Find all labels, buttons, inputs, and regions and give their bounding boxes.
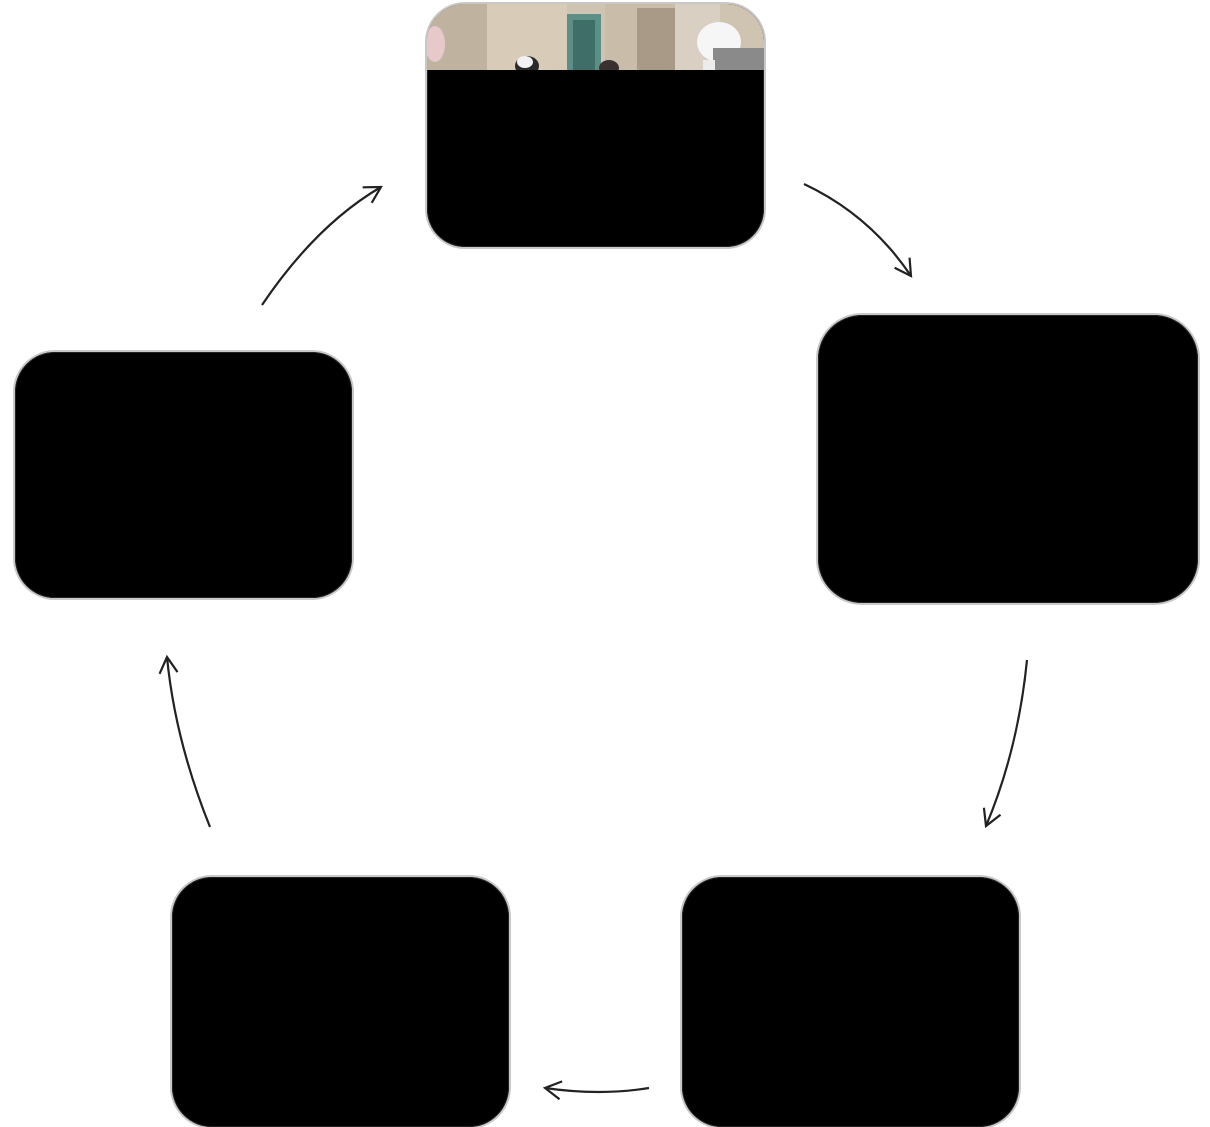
cycle-node-bottom-left [172,877,509,1127]
arrow-bottom-left-to-left [158,654,212,828]
arrow-bottom-right-to-bottom-left [542,1080,650,1101]
arrow-right-to-bottom-right [982,659,1029,829]
photo-image [427,4,764,70]
cycle-node-left [15,352,352,598]
cycle-node-top [427,4,764,247]
cycle-node-bottom-right [682,877,1019,1127]
arrow-left-to-top [261,185,383,306]
arrow-top-to-right [803,183,913,278]
photo-scene [427,4,764,70]
cycle-node-right [818,315,1198,603]
